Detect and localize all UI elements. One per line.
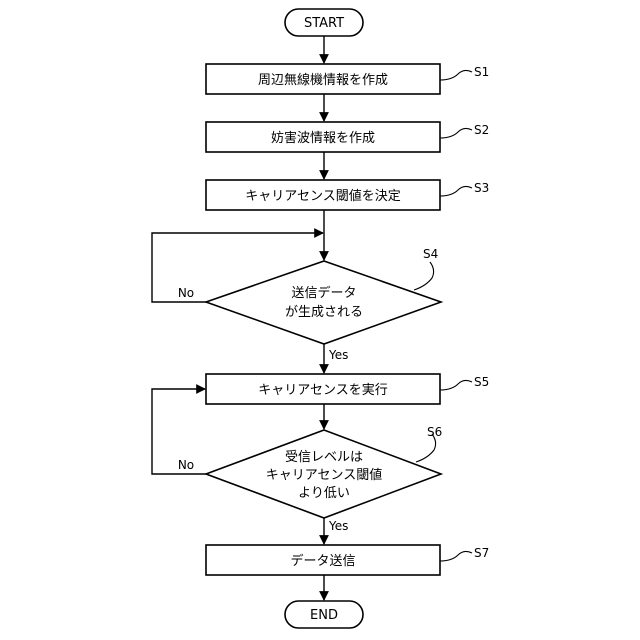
decision-s6-line2: キャリアセンス閾値 <box>266 467 382 483</box>
step-s7-leader <box>440 551 472 561</box>
decision-s6-line1: 受信レベルは <box>285 450 363 465</box>
step-s1: 周辺無線機情報を作成 S1 <box>206 64 489 94</box>
step-s5: キャリアセンスを実行 S5 <box>206 374 489 404</box>
step-s3-id: S3 <box>474 181 489 195</box>
step-s2-id: S2 <box>474 123 489 137</box>
step-s7: データ送信 S7 <box>206 545 489 575</box>
step-s1-leader <box>440 70 472 80</box>
decision-s4-line1: 送信データ <box>291 285 356 301</box>
s6-no-label: No <box>178 458 194 472</box>
end-terminal: END <box>285 601 363 628</box>
end-label: END <box>310 608 338 623</box>
step-s7-text: データ送信 <box>290 553 355 569</box>
step-s5-leader <box>440 380 472 390</box>
step-s5-text: キャリアセンスを実行 <box>258 382 387 398</box>
start-label: START <box>304 16 344 31</box>
decision-s6-id: S6 <box>427 425 442 439</box>
step-s3-leader <box>440 186 472 196</box>
decision-s4-leader <box>414 262 434 290</box>
decision-s6-line3: より低い <box>298 486 350 501</box>
step-s2-text: 妨害波情報を作成 <box>271 130 375 146</box>
step-s1-id: S1 <box>474 65 489 79</box>
step-s5-id: S5 <box>474 375 489 389</box>
s6-yes-label: Yes <box>328 519 348 533</box>
step-s7-id: S7 <box>474 546 489 560</box>
decision-s4-id: S4 <box>423 247 438 261</box>
decision-s6: 受信レベルは キャリアセンス閾値 より低い S6 <box>206 425 442 518</box>
start-terminal: START <box>285 9 363 36</box>
step-s2-leader <box>440 128 472 138</box>
decision-s4-line2: が生成される <box>285 305 363 320</box>
step-s3-text: キャリアセンス閾値を決定 <box>245 188 400 204</box>
decision-s4: 送信データ が生成される S4 <box>206 247 441 344</box>
step-s1-text: 周辺無線機情報を作成 <box>258 72 388 88</box>
s4-yes-label: Yes <box>328 348 348 362</box>
s4-no-label: No <box>178 286 194 300</box>
step-s2: 妨害波情報を作成 S2 <box>206 122 489 152</box>
step-s3: キャリアセンス閾値を決定 S3 <box>206 180 489 210</box>
